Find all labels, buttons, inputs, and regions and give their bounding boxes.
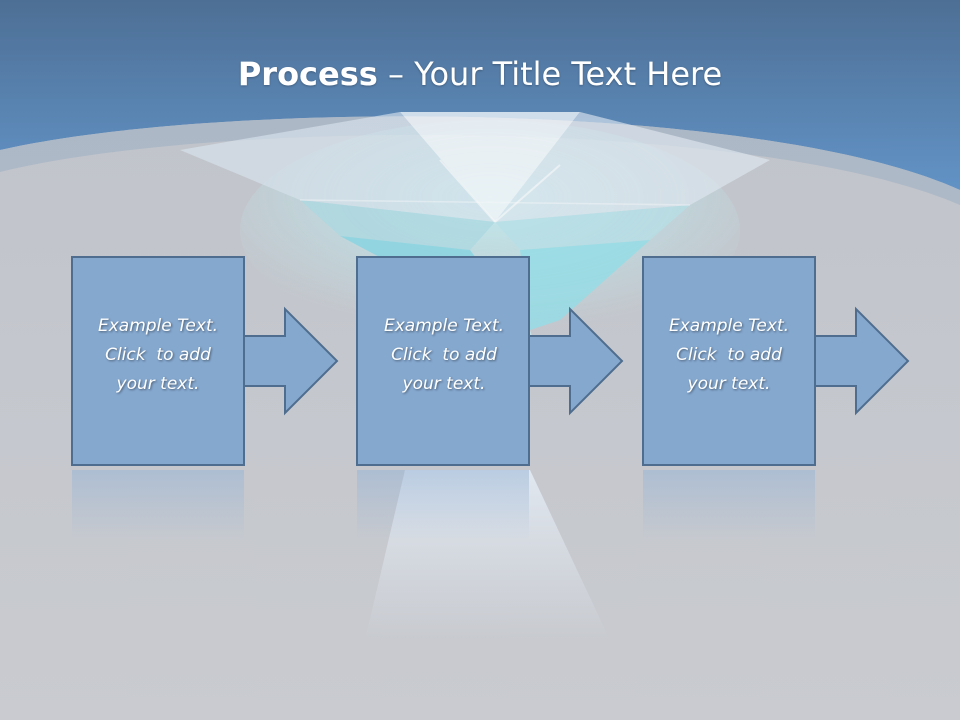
title-separator: – bbox=[377, 55, 415, 93]
step-box[interactable] bbox=[356, 256, 530, 466]
step-box[interactable] bbox=[642, 256, 816, 466]
step-text-line: Click to add bbox=[676, 345, 782, 365]
step-text-line: your text. bbox=[116, 374, 200, 394]
slide-title[interactable]: Process – Your Title Text Here bbox=[0, 52, 960, 96]
step-reflection bbox=[357, 470, 529, 540]
step-text-line: your text. bbox=[402, 374, 486, 394]
header-curve-highlight bbox=[0, 116, 960, 205]
step-text-line: Example Text. bbox=[668, 316, 790, 336]
header-band bbox=[0, 0, 960, 190]
step-text-line: Example Text. bbox=[383, 316, 505, 336]
process-step-1 bbox=[71, 256, 339, 540]
arrow-shape bbox=[242, 306, 339, 416]
step-text-line: Click to add bbox=[391, 345, 497, 365]
step-text-line: Example Text. bbox=[97, 316, 219, 336]
process-step-2 bbox=[356, 256, 624, 540]
title-rest: Your Title Text Here bbox=[414, 55, 723, 93]
title-bold: Process bbox=[237, 55, 378, 93]
step-reflection bbox=[643, 470, 815, 540]
arrow-shape bbox=[527, 306, 624, 416]
step-text-line: your text. bbox=[687, 374, 771, 394]
step-text-line: Click to add bbox=[105, 345, 211, 365]
process-step-3 bbox=[642, 256, 910, 540]
step-text-3[interactable]: Example Text. Click to add your text. bbox=[642, 312, 816, 399]
step-box[interactable] bbox=[71, 256, 245, 466]
step-text-2[interactable]: Example Text. Click to add your text. bbox=[357, 312, 531, 399]
arrow-shape bbox=[813, 306, 910, 416]
step-text-1[interactable]: Example Text. Click to add your text. bbox=[71, 312, 245, 399]
step-reflection bbox=[72, 470, 244, 540]
